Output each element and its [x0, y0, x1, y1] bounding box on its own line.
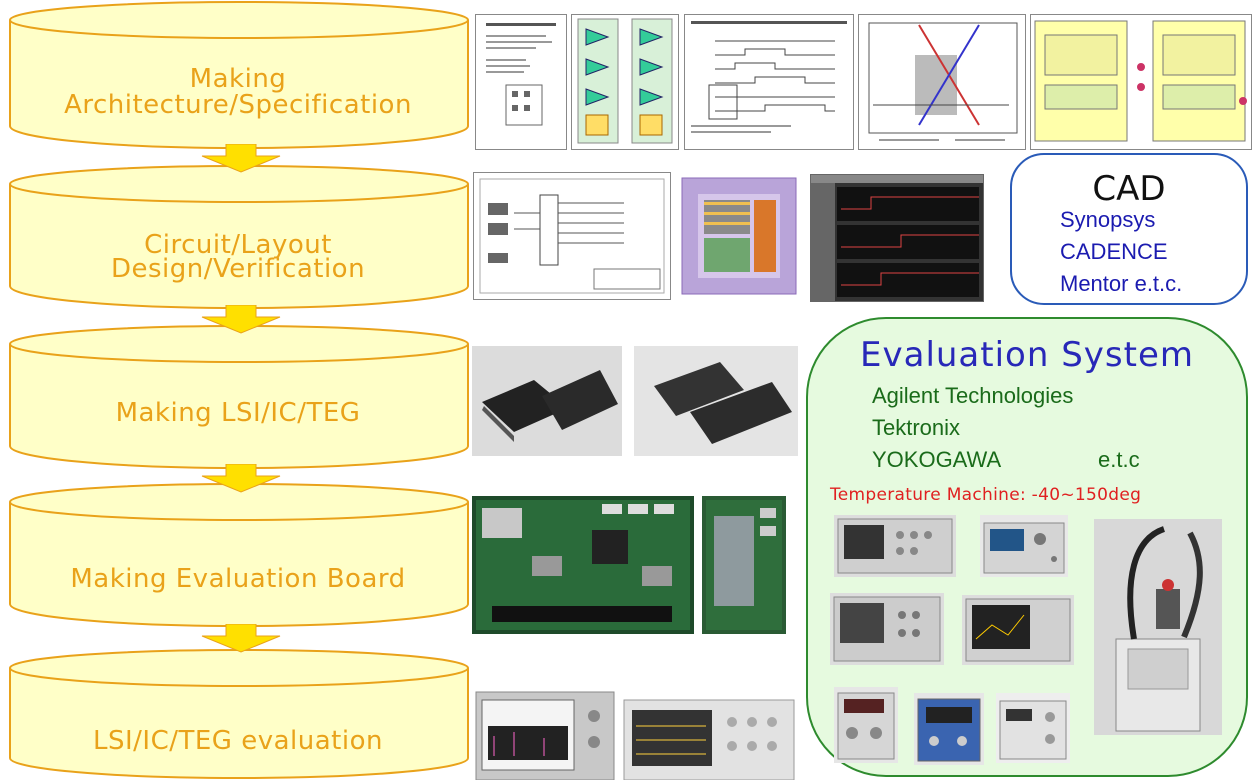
waveform-chart-icon: [858, 14, 1026, 150]
power-supply-photo: [996, 693, 1070, 763]
step-label-line: LSI/IC/TEG evaluation: [93, 726, 383, 756]
pcb-board-photo: [702, 496, 786, 634]
down-arrow-icon: [201, 624, 281, 653]
evaluation-vendor: YOKOGAWA: [872, 447, 1002, 472]
cad-panel: CAD Synopsys CADENCE Mentor e.t.c.: [1010, 153, 1248, 305]
cad-vendor: Mentor e.t.c.: [1060, 271, 1183, 296]
step-cylinder-5: LSI/IC/TEG evaluation: [8, 640, 469, 780]
ic-package-photo: [634, 346, 798, 456]
temperature-note: Temperature Machine: -40~150deg: [830, 485, 1142, 505]
analyzer-photo: [962, 595, 1074, 665]
cylinder-shape: [9, 165, 469, 309]
evaluation-vendor: Agilent Technologies: [872, 383, 1074, 408]
down-arrow-icon: [201, 144, 281, 173]
step-label-line: Circuit/Layout: [144, 230, 332, 260]
step-cylinder-2: Circuit/Layout Design/Verification: [8, 162, 469, 310]
chip-block-icon: [1030, 14, 1252, 150]
step-cylinder-3: Making LSI/IC/TEG: [8, 320, 469, 470]
ic-package-photo: [472, 346, 622, 456]
down-arrow-icon: [201, 305, 281, 334]
signal-generator-photo: [980, 515, 1068, 577]
step-label-line: Architecture/Specification: [64, 90, 412, 120]
evaluation-vendor: Tektronix: [872, 415, 961, 440]
step-cylinder-1: Making Architecture/Specification: [8, 0, 469, 150]
cylinder-shape: [9, 483, 469, 627]
down-arrow-icon: [201, 464, 281, 493]
schematic-icon: [473, 172, 671, 300]
evaluation-title: Evaluation System: [860, 335, 1194, 375]
cad-vendor: CADENCE: [1060, 239, 1168, 264]
block-diagram-icon: [571, 14, 679, 150]
evaluation-panel: Evaluation System Agilent Technologies T…: [806, 317, 1248, 777]
temperature-machine-photo: [1094, 519, 1222, 735]
cylinder-shape: [9, 325, 469, 469]
oscilloscope-photo: [834, 515, 956, 577]
layout-icon: [676, 172, 802, 300]
power-supply-photo: [914, 693, 984, 765]
step-label-line: Making Evaluation Board: [70, 564, 406, 594]
simulation-icon: [810, 174, 984, 302]
oscilloscope-photo: [622, 696, 798, 780]
document-icon: [475, 14, 567, 150]
step-label-line: Making: [189, 64, 287, 94]
step-cylinder-4: Making Evaluation Board: [8, 478, 469, 628]
cad-title: CAD: [1092, 169, 1166, 209]
timing-diagram-icon: [684, 14, 854, 150]
step-label-line: Design/Verification: [110, 254, 366, 284]
analyzer-photo: [830, 593, 944, 665]
cylinder-shape: [9, 649, 469, 779]
cylinder-shape: [9, 1, 469, 149]
pcb-board-photo: [472, 496, 694, 634]
evaluation-etc: e.t.c: [1098, 447, 1140, 472]
analyzer-photo: [474, 686, 616, 780]
step-label-line: Making LSI/IC/TEG: [115, 398, 361, 428]
power-supply-photo: [834, 687, 898, 763]
cad-vendor: Synopsys: [1060, 207, 1156, 232]
